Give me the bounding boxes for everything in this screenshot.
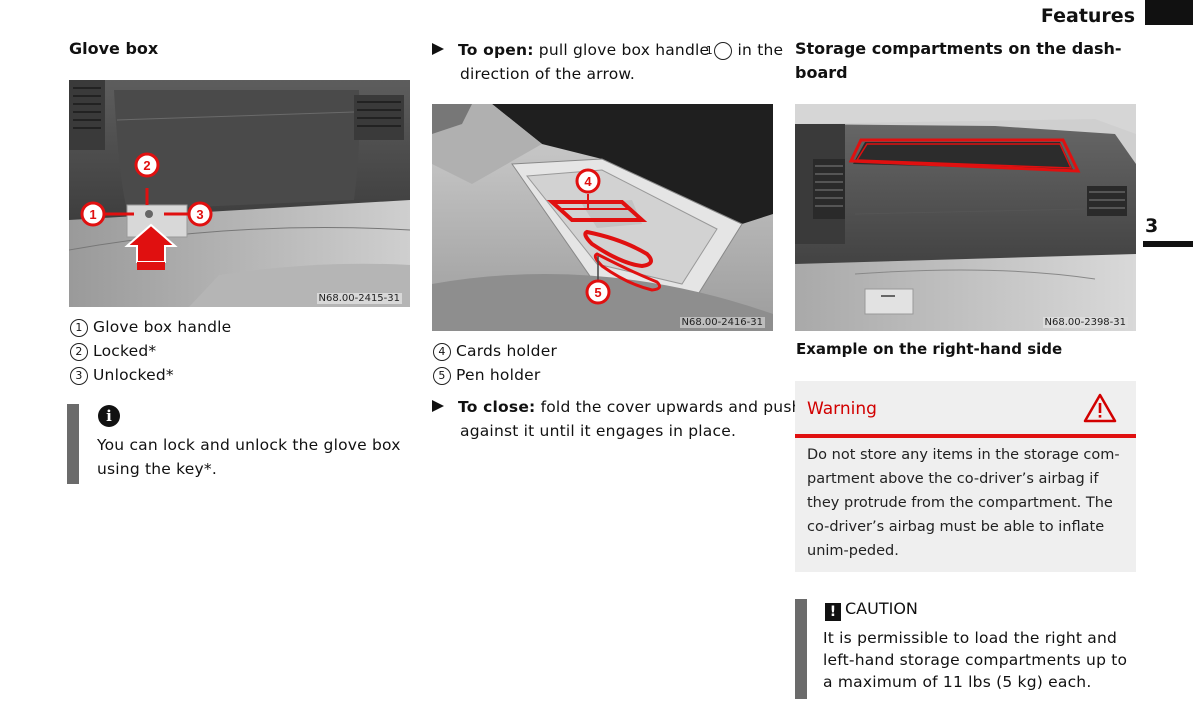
glove-box-open-figure: 4 5 N68.00-2416-31	[432, 104, 773, 331]
bullet-arrow-icon	[432, 43, 444, 55]
caution-title: CAUTION	[845, 599, 918, 618]
svg-text:1: 1	[89, 207, 96, 222]
dashboard-illustration	[795, 104, 1136, 331]
section-header-tab	[1145, 0, 1193, 25]
callout-5: 5	[585, 279, 611, 305]
caution-heading: !CAUTION	[825, 599, 918, 621]
svg-text:2: 2	[143, 158, 150, 173]
svg-text:3: 3	[196, 207, 203, 222]
info-note-text: You can lock and unlock the glove box us…	[97, 436, 401, 478]
glove-box-title: Glove box	[69, 39, 159, 58]
glove-box-figure: 2 1 3 N68.00-2415-31	[69, 80, 410, 307]
info-icon: i	[98, 405, 120, 427]
figure-caption: N68.00-2415-31	[316, 293, 402, 304]
callout-3: 3	[187, 201, 213, 227]
callout-1: 1	[80, 201, 106, 227]
warning-box: Warning Do not store any items in the st…	[795, 381, 1136, 572]
bullet-arrow-icon	[432, 400, 444, 412]
caution-note-bar	[795, 599, 807, 699]
open-instruction: To open: pull glove box handle 1 in the …	[432, 38, 790, 86]
warning-title: Warning	[807, 399, 877, 419]
callout-2: 2	[134, 152, 160, 178]
warning-divider	[795, 434, 1136, 438]
info-note-bar	[67, 404, 79, 484]
exclamation-icon: !	[825, 603, 841, 621]
warning-triangle-icon	[1083, 393, 1117, 423]
callout-4: 4	[575, 168, 601, 194]
figure-caption: N68.00-2398-31	[1042, 317, 1128, 328]
figure-caption: N68.00-2416-31	[679, 317, 765, 328]
storage-compartments-title: Storage compartments on the dash- board	[795, 39, 1122, 82]
chapter-tab: 3	[1143, 211, 1193, 247]
glove-box-open-illustration: 4 5	[432, 104, 773, 331]
glove-box-illustration: 2 1 3	[69, 80, 410, 307]
caution-text: It is permissible to load the right and …	[823, 629, 1128, 691]
svg-text:4: 4	[584, 174, 592, 189]
svg-text:5: 5	[594, 285, 601, 300]
dashboard-figure: N68.00-2398-31	[795, 104, 1136, 331]
close-instruction: To close: fold the cover upwards and pus…	[432, 395, 805, 443]
section-header-title: Features	[1040, 5, 1135, 27]
warning-text: Do not store any items in the storage co…	[807, 447, 1120, 559]
figure-subtitle: Example on the right-hand side	[796, 340, 1063, 358]
